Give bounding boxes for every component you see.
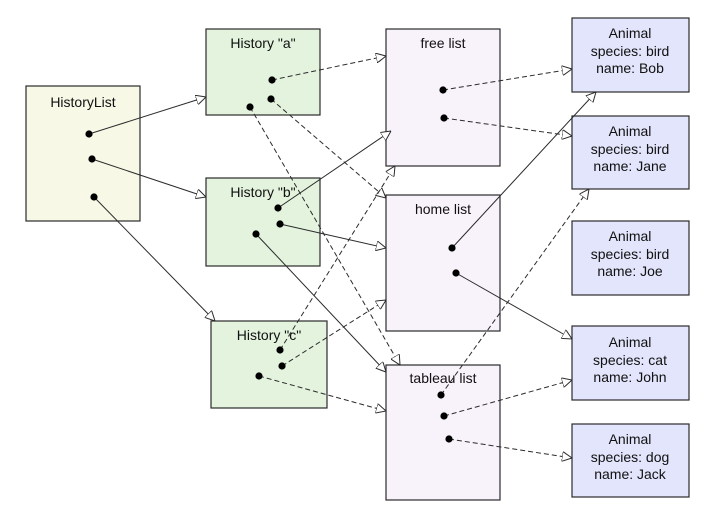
solid-arrows bbox=[88, 92, 596, 372]
arrow-historylist-to-history-a bbox=[88, 97, 206, 135]
animal-joe-box: Animal species: bird name: Joe bbox=[571, 220, 690, 296]
dot-history-a-2 bbox=[267, 95, 275, 103]
animal-bob-name: name: Bob bbox=[596, 60, 664, 76]
dot-tableau-list-2 bbox=[440, 412, 448, 420]
dot-history-b-2 bbox=[276, 220, 284, 228]
animal-jack-name: name: Jack bbox=[594, 466, 667, 482]
tableau-list-box: tableau list bbox=[385, 364, 501, 501]
dot-historylist-1 bbox=[85, 130, 93, 138]
dot-historylist-2 bbox=[88, 155, 96, 163]
dashed-arrows bbox=[249, 56, 589, 458]
dot-history-a-3 bbox=[246, 103, 254, 111]
dot-free-list-1 bbox=[439, 86, 447, 94]
arrow-history-c-to-tableau-list bbox=[258, 375, 386, 411]
dot-home-list-2 bbox=[452, 269, 460, 277]
animal-joe-class: Animal bbox=[609, 228, 652, 244]
pointer-dots bbox=[85, 76, 460, 443]
animal-john-box: Animal species: cat name: John bbox=[571, 325, 690, 401]
history-b-box: History "b" bbox=[205, 177, 321, 267]
dot-free-list-2 bbox=[440, 114, 448, 122]
tableau-list-label: tableau list bbox=[410, 370, 477, 386]
arrow-history-c-to-home-list bbox=[281, 300, 386, 367]
animal-jack-class: Animal bbox=[609, 431, 652, 447]
arrow-tableau-list-to-jane bbox=[440, 189, 589, 396]
animal-jane-species: species: bird bbox=[591, 141, 670, 157]
arrow-tableau-list-to-jack bbox=[448, 438, 572, 458]
historylist-box: HistoryList bbox=[25, 85, 141, 222]
arrow-history-a-to-tableau-list bbox=[249, 106, 400, 365]
arrow-history-a-to-home-list bbox=[270, 98, 386, 198]
arrow-history-b-to-home-list bbox=[279, 223, 386, 248]
dot-history-c-1 bbox=[276, 346, 284, 354]
animal-john-species: species: cat bbox=[593, 352, 667, 368]
dot-historylist-3 bbox=[90, 193, 98, 201]
arrow-free-list-to-bob bbox=[442, 69, 572, 91]
historylist-label: HistoryList bbox=[50, 94, 115, 110]
arrow-history-a-to-free-list bbox=[271, 56, 386, 81]
animal-jack-species: species: dog bbox=[591, 449, 670, 465]
animal-joe-species: species: bird bbox=[591, 246, 670, 262]
animal-jane-class: Animal bbox=[609, 123, 652, 139]
dot-home-list-1 bbox=[448, 244, 456, 252]
animal-bob-box: Animal species: bird name: Bob bbox=[571, 17, 690, 93]
arrow-history-c-to-free-list bbox=[279, 166, 395, 351]
animal-bob-class: Animal bbox=[609, 25, 652, 41]
animal-jane-box: Animal species: bird name: Jane bbox=[571, 115, 690, 190]
animal-jane-name: name: Jane bbox=[593, 158, 666, 174]
dot-tableau-list-1 bbox=[437, 391, 445, 399]
free-list-box: free list bbox=[385, 28, 501, 167]
history-b-label: History "b" bbox=[230, 184, 295, 200]
history-a-label: History "a" bbox=[230, 35, 295, 51]
history-a-box: History "a" bbox=[205, 28, 321, 116]
animal-joe-name: name: Joe bbox=[597, 263, 663, 279]
animal-jack-box: Animal species: dog name: Jack bbox=[571, 423, 690, 498]
arrow-tableau-list-to-john bbox=[443, 380, 572, 417]
arrow-home-list-to-bob bbox=[451, 92, 596, 249]
arrow-historylist-to-history-c bbox=[93, 196, 215, 321]
history-c-box: History "c" bbox=[210, 320, 328, 409]
dot-history-c-2 bbox=[278, 362, 286, 370]
arrow-history-b-to-free-list bbox=[277, 131, 391, 209]
dot-history-b-1 bbox=[274, 204, 282, 212]
animal-john-class: Animal bbox=[609, 334, 652, 350]
dot-history-b-3 bbox=[252, 230, 260, 238]
arrow-home-list-to-john bbox=[455, 272, 572, 339]
dot-history-a-1 bbox=[268, 76, 276, 84]
arrow-free-list-to-jane bbox=[443, 117, 572, 136]
arrow-history-b-to-tableau-list bbox=[255, 233, 386, 372]
dot-history-c-3 bbox=[255, 372, 263, 380]
home-list-box: home list bbox=[385, 194, 501, 332]
arrow-historylist-to-history-b bbox=[91, 158, 206, 197]
home-list-label: home list bbox=[415, 201, 471, 217]
dot-tableau-list-3 bbox=[445, 435, 453, 443]
history-c-label: History "c" bbox=[237, 327, 301, 343]
animal-john-name: name: John bbox=[593, 369, 666, 385]
animal-bob-species: species: bird bbox=[591, 43, 670, 59]
free-list-label: free list bbox=[420, 35, 465, 51]
